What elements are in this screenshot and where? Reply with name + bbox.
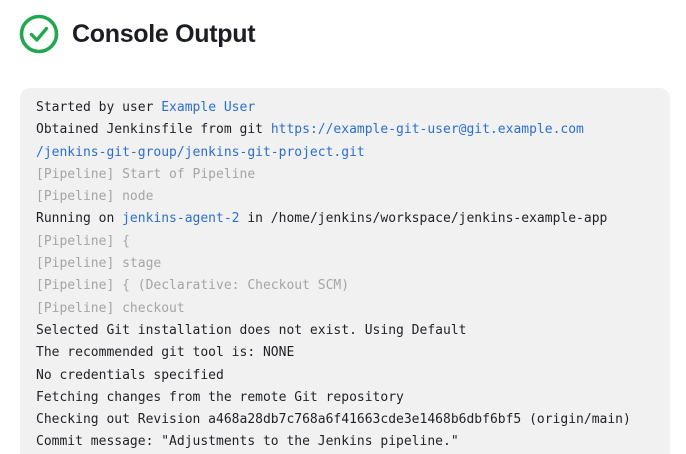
console-muted-text: [Pipeline] stage <box>36 256 162 272</box>
console-muted-text: [Pipeline] checkout <box>36 300 185 316</box>
console-line: [Pipeline] { (Declarative: Checkout SCM) <box>36 275 654 297</box>
console-link[interactable]: Example User <box>161 100 256 115</box>
console-link[interactable]: /jenkins-git-group/jenkins-git-project.g… <box>36 144 365 160</box>
console-line: Selected Git installation does not exist… <box>36 320 654 342</box>
console-text: Started by user <box>36 100 162 115</box>
console-line: [Pipeline] Start of Pipeline <box>36 164 654 186</box>
console-line: Obtained Jenkinsfile from git https://ex… <box>36 119 654 141</box>
console-text: Checking out Revision a468a28db7c768a6f4… <box>36 412 631 428</box>
console-link[interactable]: https://example-git-user@git.example.com <box>270 122 584 138</box>
console-line: The recommended git tool is: NONE <box>36 342 654 364</box>
console-line: No credentials specified <box>36 365 654 387</box>
console-line: [Pipeline] { <box>36 231 654 253</box>
console-text: Obtained Jenkinsfile from git <box>36 122 271 138</box>
console-text: Fetching changes from the remote Git rep… <box>36 389 404 405</box>
success-check-icon <box>19 14 59 54</box>
console-output-header: Console Output <box>0 0 686 54</box>
console-text: No credentials specified <box>36 367 224 383</box>
console-text: Commit message: "Adjustments to the Jenk… <box>36 434 459 450</box>
console-line: Checking out Revision a468a28db7c768a6f4… <box>36 409 654 431</box>
console-line: /jenkins-git-group/jenkins-git-project.g… <box>36 142 654 164</box>
console-text: in /home/jenkins/workspace/jenkins-examp… <box>239 211 608 227</box>
console-muted-text: [Pipeline] Start of Pipeline <box>36 166 256 182</box>
console-text: Running on <box>36 211 123 227</box>
console-line: Fetching changes from the remote Git rep… <box>36 387 654 409</box>
console-link[interactable]: jenkins-agent-2 <box>122 211 240 227</box>
page-title: Console Output <box>72 19 256 48</box>
console-line: [Pipeline] stage <box>36 253 654 275</box>
console-muted-text: [Pipeline] { (Declarative: Checkout SCM) <box>36 278 350 294</box>
console-muted-text: [Pipeline] { <box>36 233 130 249</box>
console-line: [Pipeline] node <box>36 186 654 208</box>
console-line: [Pipeline] checkout <box>36 298 654 320</box>
console-muted-text: [Pipeline] node <box>36 189 154 205</box>
console-text: The recommended git tool is: NONE <box>36 345 295 361</box>
console-line: Running on jenkins-agent-2 in /home/jenk… <box>36 208 654 230</box>
console-line: Started by user Example User <box>36 97 654 119</box>
console-text: Selected Git installation does not exist… <box>36 322 467 338</box>
console-line: Commit message: "Adjustments to the Jenk… <box>36 431 654 453</box>
